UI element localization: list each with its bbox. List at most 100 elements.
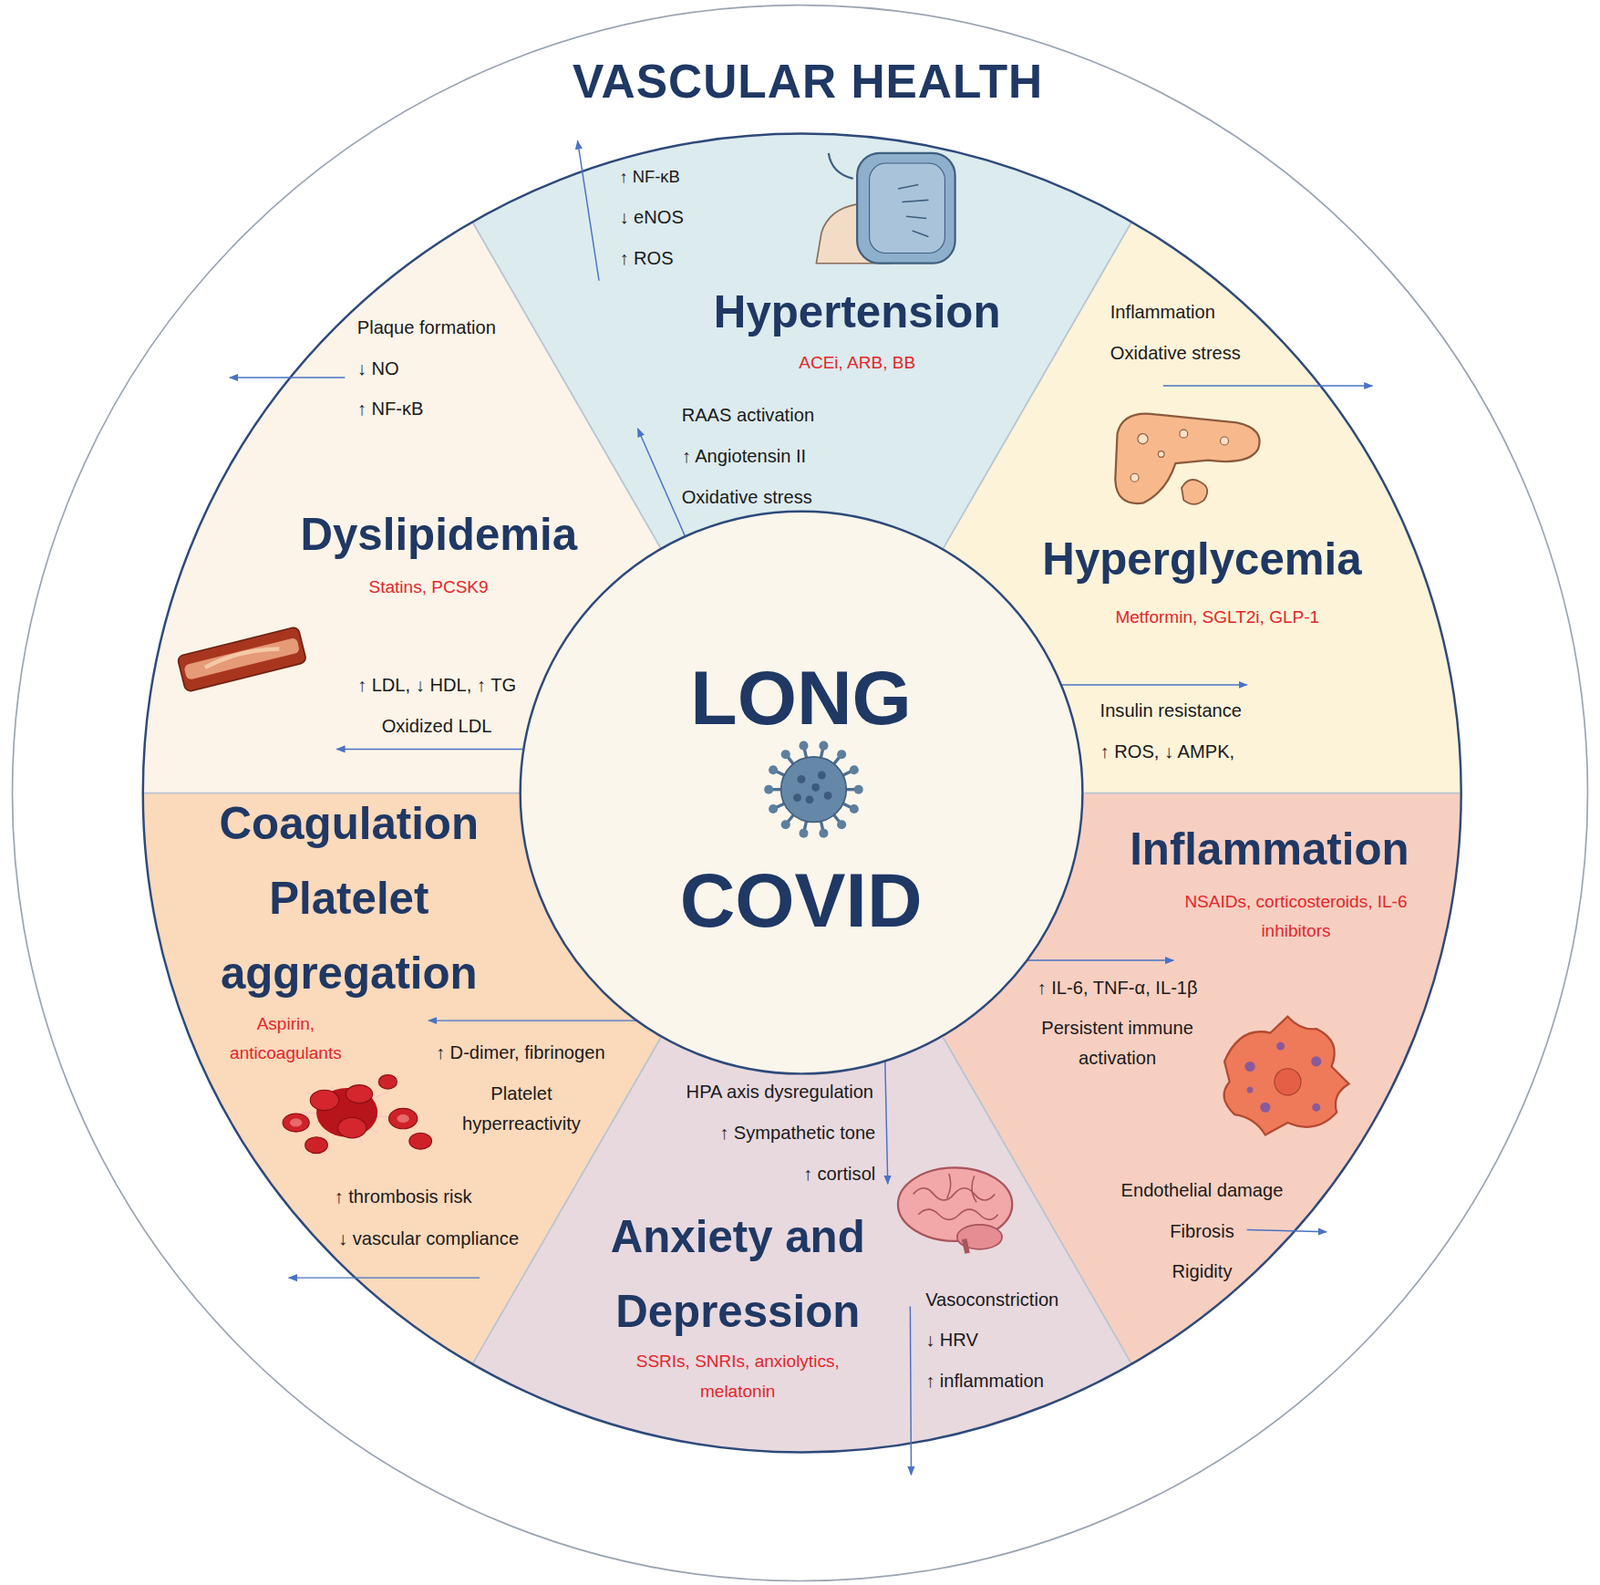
text-holder: Anxiety and Depression [569,1198,907,1348]
mechanism-text: ↑ ROS [619,243,673,273]
mechanism-text: ↑ cortisol [803,1158,876,1188]
mechanism-text: Persistent immune activation [1017,1012,1218,1073]
text-holder: ↑ NF-κB [357,393,424,424]
text-holder: ↑ ROS [619,243,673,273]
text-holder: ↑ cortisol [803,1158,876,1188]
text-holder: Hyperglycemia [1042,531,1362,586]
text-holder: Inflammation [1129,821,1409,876]
mechanism-text: ↑ NF-κB [357,393,424,424]
mechanism-text: ↓ HRV [925,1324,979,1354]
brain-icon [898,1166,1012,1253]
text-holder: ACEi, ARB, BB [798,348,916,377]
text-holder: Dyslipidemia [299,506,578,561]
sector-heading: Anxiety and Depression [569,1198,907,1348]
macrophage-icon [1224,1016,1350,1136]
drug-list: Metformin, SGLT2i, GLP-1 [1114,602,1320,631]
sector-heading: Hyperglycemia [1042,531,1362,586]
text-holder: Oxidized LDL [381,711,493,741]
mechanism-text: ↑ ROS, ↓ AMPK, [1100,736,1236,766]
pointer-arrows [229,140,1373,1475]
blood-pressure-cuff [815,153,955,264]
mechanism-text: RAAS activation [681,400,815,430]
text-holder: ↑ ROS, ↓ AMPK, [1100,736,1236,766]
sector-divider [472,1037,661,1364]
text-holder: Aspirin, anticoagulants [229,1009,342,1069]
center-circle: LONG COVID [518,509,1084,1075]
mechanism-text: HPA axis dysregulation [686,1076,874,1106]
text-holder: Plaque formation [357,312,496,342]
text-holder: ↓ eNOS [619,202,683,232]
sector-divider [943,1037,1132,1364]
text-holder: Metformin, SGLT2i, GLP-1 [1114,602,1320,631]
mechanism-text: Rigidity [1171,1256,1232,1286]
mechanism-text: ↑ NF-κB [619,163,680,190]
artery-icon [176,626,307,692]
mechanism-text: Endothelial damage [1121,1175,1284,1205]
drug-list: SSRIs, SNRIs, anxiolytics, melatonin [625,1346,850,1406]
text-holder: Vasoconstriction [925,1284,1059,1314]
text-holder: ↑ IL-6, TNF-α, IL-1β [1037,972,1198,1002]
pancreas-icon [1114,413,1260,505]
text-holder: ↑ Angiotensin II [681,441,807,471]
text-holder: ↓ NO [357,353,400,383]
text-holder: VASCULAR HEALTH [572,53,1043,111]
drug-list: Statins, PCSK9 [369,572,489,601]
mechanism-text: Vasoconstriction [925,1284,1059,1314]
sector-divider [1084,792,1462,795]
mechanism-text: Oxidative stress [681,482,813,512]
mechanism-text: ↑ D-dimer, fibrinogen [435,1037,606,1067]
text-holder: ↓ vascular compliance [338,1223,519,1253]
text-holder: Fibrosis [1169,1216,1234,1246]
text-holder: Oxidative stress [681,482,813,512]
mechanism-text: ↓ vascular compliance [338,1223,519,1253]
text-holder: SSRIs, SNRIs, anxiolytics, melatonin [625,1346,850,1406]
text-holder: Endothelial damage [1121,1175,1284,1205]
mechanism-text: ↓ eNOS [619,202,683,232]
text-holder: ↓ HRV [925,1324,979,1354]
sector-heading: Inflammation [1129,821,1409,876]
center-disc [518,509,1084,1075]
sector-divider [943,221,1132,548]
wheel-border [143,134,1462,1453]
center-label: LONG COVID [680,596,923,1002]
mechanism-text: Platelet hyperreactivity [462,1078,581,1138]
mechanism-text: Oxidative stress [1110,338,1241,368]
sector-heading: Hypertension [713,284,1002,339]
mechanism-text: ↑ thrombosis risk [334,1181,473,1211]
text-holder: RAAS activation [681,400,815,430]
text-holder: Insulin resistance [1100,695,1243,725]
text-holder: Rigidity [1171,1256,1232,1286]
sector-divider [472,221,661,548]
text-holder: ↑ inflammation [925,1365,1044,1395]
text-holder: HPA axis dysregulation [686,1076,874,1106]
text-holder: ↑ LDL, ↓ HDL, ↑ TG [357,670,517,700]
mechanism-text: ↑ LDL, ↓ HDL, ↑ TG [357,670,517,700]
drug-list: ACEi, ARB, BB [798,348,916,377]
text-holder: LONG COVID [680,596,923,1002]
mechanism-text: ↑ inflammation [925,1365,1044,1395]
text-holder: Oxidative stress [1110,338,1241,368]
mechanism-text: ↓ NO [357,353,400,383]
blood-clot-icon [282,1073,432,1153]
mechanism-text: Insulin resistance [1100,695,1243,725]
text-holder: Statins, PCSK9 [369,572,489,601]
drug-list: Aspirin, anticoagulants [229,1009,342,1069]
drug-list: NSAIDs, corticosteroids, IL-6 inhibitors [1182,887,1409,947]
text-holder: ↑ NF-κB [619,163,680,190]
text-holder: Inflammation [1110,297,1216,327]
text-holder: Platelet hyperreactivity [462,1078,581,1138]
text-holder: ↑ D-dimer, fibrinogen [435,1037,606,1067]
mechanism-text: Plaque formation [357,312,496,342]
sector-divider [143,792,520,795]
mechanism-text: Inflammation [1110,297,1216,327]
mechanism-text: ↑ Sympathetic tone [719,1117,876,1147]
sector-heading: Coagulation Platelet aggregation [219,785,479,1010]
text-holder: Hypertension [713,284,1002,339]
mechanism-text: ↑ IL-6, TNF-α, IL-1β [1037,972,1198,1002]
text-holder: Coagulation Platelet aggregation [219,785,479,1010]
mechanism-text: ↑ Angiotensin II [681,441,807,471]
mechanism-text: Fibrosis [1169,1216,1234,1246]
text-holder: ↑ Sympathetic tone [719,1117,876,1147]
text-holder: ↑ thrombosis risk [334,1181,473,1211]
